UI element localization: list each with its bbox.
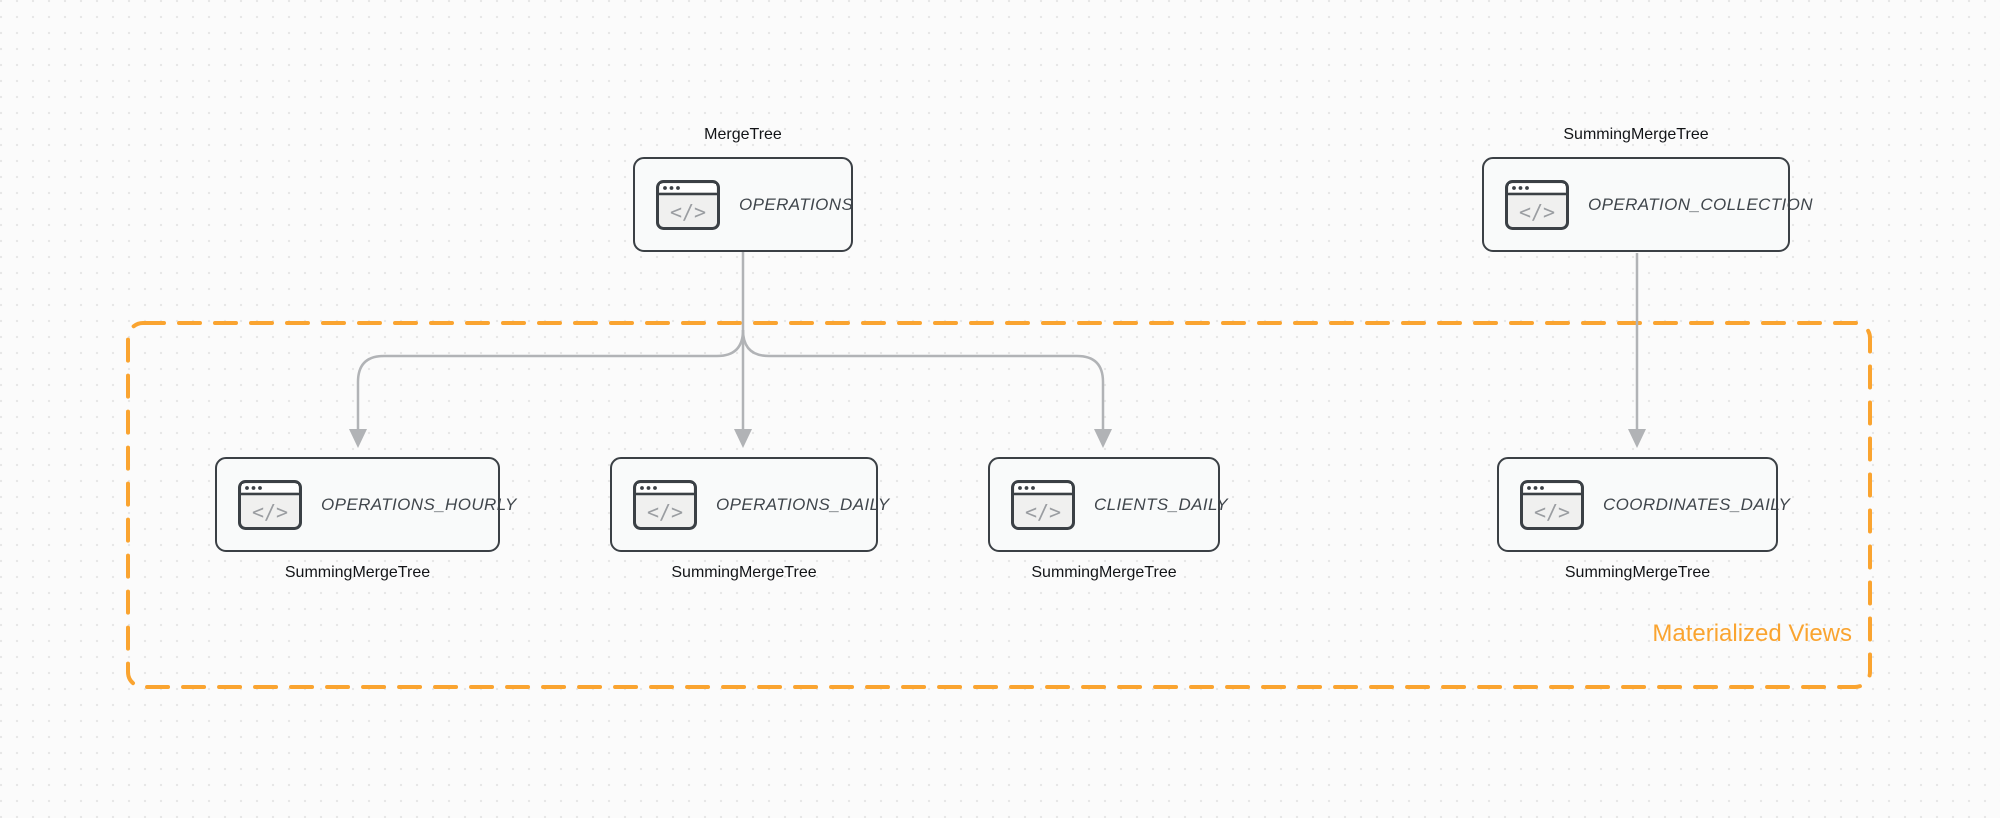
code-window-icon: </> [656,179,720,230]
materialized-views-group-label: Materialized Views [1652,620,1852,647]
edge-operations-to-clients-daily [741,329,1105,432]
code-glyph: </> [1534,500,1570,524]
engine-label-operations-hourly: SummingMergeTree [284,564,431,581]
code-glyph: </> [252,500,288,524]
code-window-icon: </> [1520,479,1584,530]
code-window-icon: </> [1505,179,1569,230]
node-label-coordinates-daily: COORDINATES_DAILY [1603,494,1791,514]
code-glyph: </> [670,200,706,224]
node-label-operations-daily: OPERATIONS_DAILY [716,494,890,514]
code-glyph: </> [647,500,683,524]
node-label-operations: OPERATIONS [739,194,854,214]
code-glyph: </> [1519,200,1555,224]
code-window-icon: </> [1011,479,1075,530]
node-label-clients-daily: CLIENTS_DAILY [1094,494,1229,514]
edge-operations-to-operations-hourly [356,329,745,432]
arrowhead-icon [734,429,752,448]
arrowhead-icon [1094,429,1112,448]
edge-lines [356,252,1639,432]
node-label-operations-hourly: OPERATIONS_HOURLY [321,494,517,514]
arrowhead-icon [1628,429,1646,448]
arrowhead-icon [349,429,367,448]
code-glyph: </> [1025,500,1061,524]
engine-label-operation-collection: SummingMergeTree [1563,126,1709,143]
engine-label-operations-daily: SummingMergeTree [671,564,817,581]
node-label-operation-collection: OPERATION_COLLECTION [1588,194,1813,214]
node-box-coordinates-daily: </> COORDINATES_DAILY [1497,457,1790,552]
node-box-operations-daily: </> OPERATIONS_DAILY [610,457,889,552]
edge-arrowheads [349,429,1646,448]
node-box-operation-collection: </> OPERATION_COLLECTION [1482,157,1813,252]
materialized-views-group-border [126,321,1872,689]
node-box-operations-hourly: </> OPERATIONS_HOURLY [215,457,516,552]
node-box-clients-daily: </> CLIENTS_DAILY [988,457,1228,552]
code-window-icon: </> [238,479,302,530]
engine-label-operations: MergeTree [704,126,782,143]
engine-label-coordinates-daily: SummingMergeTree [1564,564,1711,581]
engine-label-clients-daily: SummingMergeTree [1031,564,1177,581]
code-window-icon: </> [633,479,697,530]
node-box-operations: </> OPERATIONS [633,157,853,252]
